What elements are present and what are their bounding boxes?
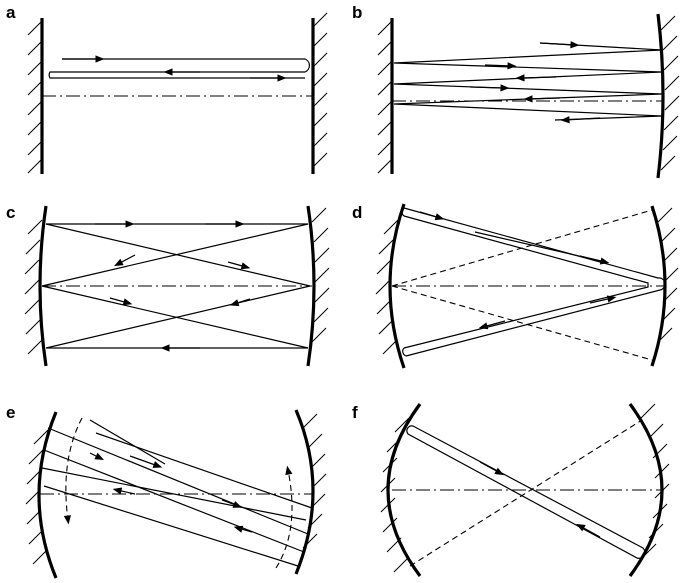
- panel-e-ray-1: [47, 427, 309, 535]
- panel-a-label: a: [6, 3, 16, 22]
- panel-c-right-mirror: [306, 205, 316, 367]
- panel-c-ray-diag-3: [41, 285, 309, 349]
- panel-a-right-hatch: [313, 12, 328, 167]
- panel-e-ray-2: [43, 449, 305, 553]
- panel-c-right-hatch: [311, 207, 330, 343]
- panel-e-left-hatch: [25, 429, 49, 565]
- panel-f-arrow-2: [576, 523, 601, 538]
- panel-b-arrow-4: [469, 84, 510, 92]
- panel-f-dashed-ray: [409, 419, 643, 567]
- panel-e: e: [6, 403, 327, 579]
- panel-c-left-hatch: [24, 219, 43, 355]
- panel-c-arrow-4: [227, 261, 251, 270]
- panel-d-arrow-4: [589, 295, 617, 304]
- panel-b-arrow-6: [560, 116, 601, 124]
- panel-b-right-hatch: [660, 15, 680, 171]
- panel-c: c: [6, 203, 330, 367]
- panel-e-arrow-4: [221, 499, 243, 508]
- panel-f: f: [352, 403, 670, 577]
- panel-f-ray-loop: [406, 425, 646, 559]
- panel-e-right-hatch: [302, 413, 327, 549]
- panel-a: a: [6, 3, 328, 174]
- panel-e-arrow-3: [112, 487, 136, 495]
- panel-e-dashed-arrow-left: [63, 417, 83, 525]
- panel-b-arrow-3: [515, 74, 557, 82]
- panel-e-ray-4: [43, 485, 299, 567]
- panel-e-arrow-1: [129, 455, 163, 468]
- panel-d-label: d: [352, 203, 362, 222]
- panel-b-ray-path: [393, 42, 663, 121]
- panel-a-ray-path: [48, 58, 310, 79]
- panel-b-arrow-1: [539, 41, 580, 49]
- panel-c-arrow-3: [114, 254, 136, 267]
- panel-b-left-hatch: [377, 21, 392, 174]
- panel-c-left-mirror: [38, 205, 48, 367]
- panel-d-arrow-3: [478, 320, 506, 330]
- panel-e-right-mirror: [294, 409, 315, 575]
- panel-d-right-hatch: [657, 207, 679, 343]
- panel-e-ray-6: [89, 419, 166, 465]
- panel-e-left-mirror: [37, 411, 58, 579]
- panel-d-ray-path-outer: [403, 207, 666, 357]
- panel-c-label: c: [6, 203, 15, 222]
- panel-d-arrow-2: [579, 255, 610, 265]
- panel-d: d: [352, 203, 679, 369]
- panel-c-ray-diag-2: [41, 223, 309, 287]
- panel-b-arrow-2: [484, 62, 517, 70]
- panel-e-arrow-5: [233, 525, 253, 533]
- panel-c-ray-diag-1: [45, 223, 311, 287]
- panel-d-ray-cap-bottom: [402, 347, 407, 357]
- panel-f-left-hatch: [380, 417, 410, 573]
- panel-d-left-mirror: [388, 203, 406, 369]
- panel-c-arrow-6: [229, 298, 251, 307]
- panel-b-arrow-5: [523, 95, 561, 103]
- panel-f-right-hatch: [640, 403, 670, 559]
- panel-a-left-hatch: [27, 21, 42, 174]
- panel-f-label: f: [352, 403, 358, 422]
- panel-d-dashed-ray-2: [391, 285, 653, 361]
- panel-f-arrow-1: [479, 461, 504, 476]
- panel-e-arrow-2: [89, 452, 105, 461]
- panel-d-ray-path-inner: [403, 215, 649, 349]
- panel-d-left-hatch: [375, 219, 399, 355]
- panel-b-right-mirror: [656, 13, 665, 179]
- panel-f-left-mirror: [386, 403, 422, 577]
- panel-b-label: b: [352, 3, 362, 22]
- panel-c-arrow-5: [109, 297, 133, 306]
- panel-c-ray-diag-4: [45, 285, 311, 349]
- panel-b: b: [352, 3, 680, 179]
- panel-e-label: e: [6, 403, 15, 422]
- panel-d-arrow-1: [419, 211, 445, 221]
- panel-e-dashed-arrow-right: [275, 465, 293, 569]
- panel-d-ray-cap-top: [401, 207, 405, 217]
- panel-e-ray-5: [95, 432, 313, 509]
